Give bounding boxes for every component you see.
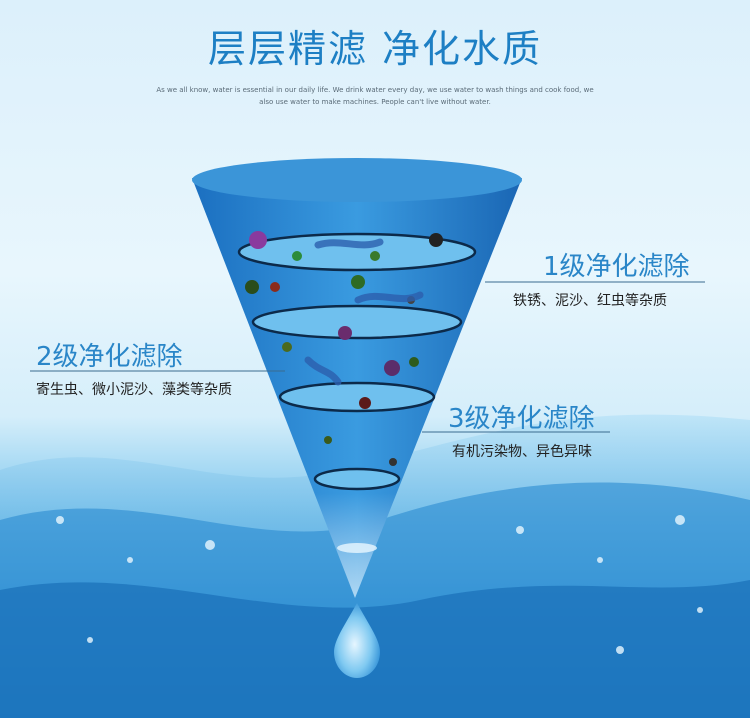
stage-1-desc: 铁锈、泥沙、红虫等杂质 [513,293,667,309]
stage-3-title: 3级净化滤除 [448,404,595,434]
filter-layer-1 [237,232,477,272]
water-drop [334,603,380,678]
stage-2-desc: 寄生虫、微小泥沙、藻类等杂质 [36,382,232,398]
stage-3-desc: 有机污染物、异色异味 [452,444,592,460]
filter-layer-3 [278,381,436,413]
filter-layer-4 [313,467,401,491]
filter-layer-2 [251,304,463,340]
page-title: 层层精滤 净化水质 [207,27,543,71]
stage-2-title: 2级净化滤除 [36,342,183,372]
stage-1-title: 1级净化滤除 [543,252,690,282]
page-subtitle: As we all know, water is essential in ou… [156,86,594,106]
